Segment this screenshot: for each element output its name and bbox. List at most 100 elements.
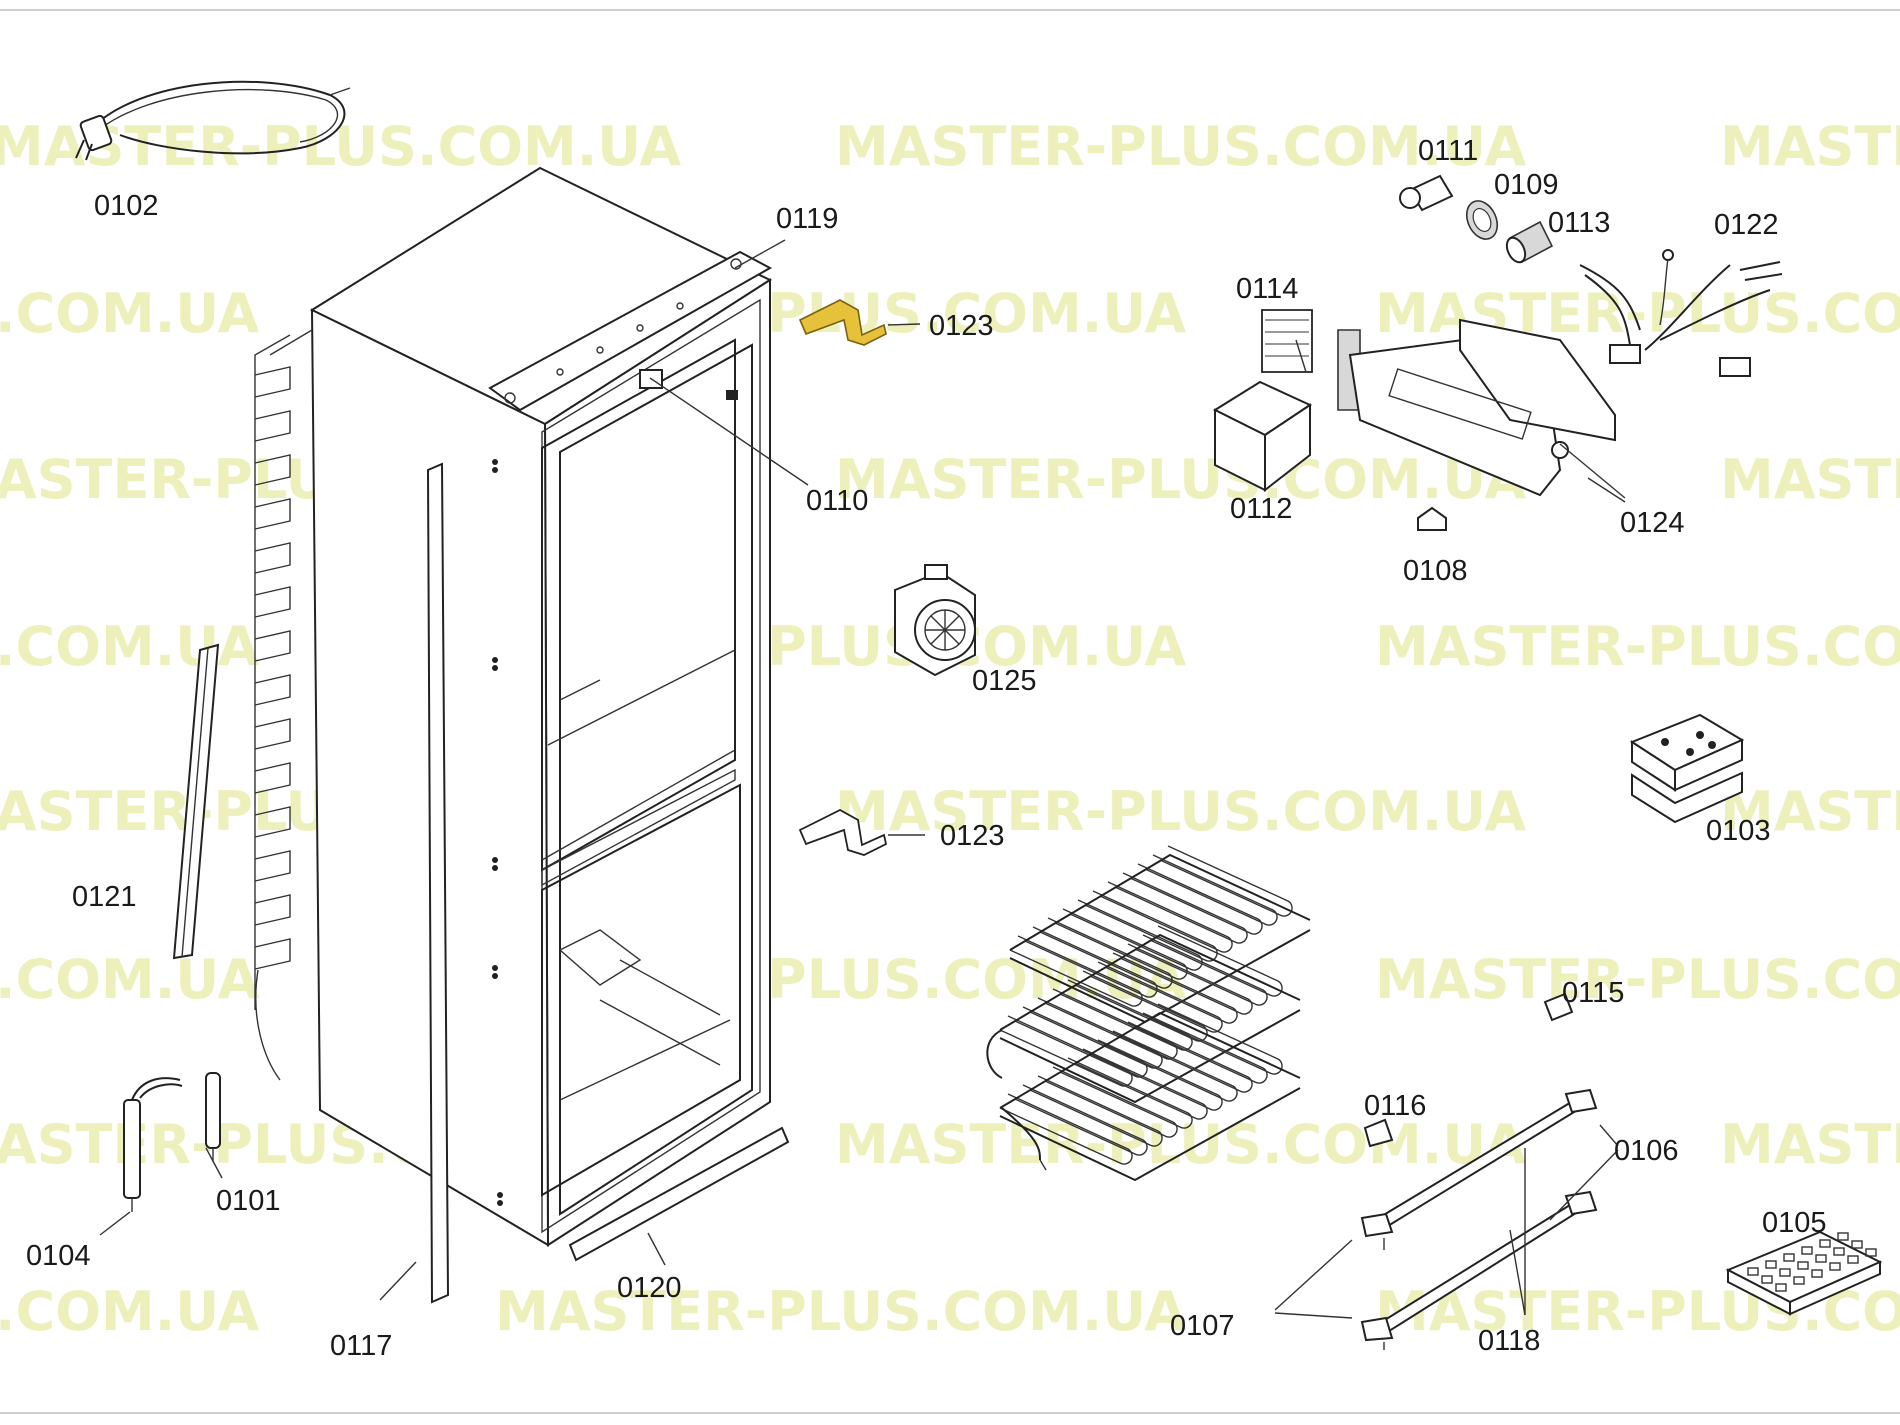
watermark: .COM.UA [0, 1280, 259, 1343]
label-0116: 0116 [1364, 1090, 1426, 1122]
ice-tray-0103 [1629, 713, 1745, 824]
label-0121: 0121 [72, 881, 137, 913]
label-0102: 0102 [94, 190, 159, 222]
tray-cell [1865, 1248, 1877, 1257]
evaporator-coil [1089, 1039, 1223, 1111]
watermark: .COM.UA [0, 615, 259, 678]
evaporator-wire [999, 933, 1301, 1031]
watermark: MASTE [1720, 448, 1900, 511]
label-0113: 0113 [1548, 207, 1610, 239]
watermark: .COM.UA [0, 282, 259, 345]
evaporator-coil [1114, 872, 1248, 944]
condenser-fin [254, 762, 291, 794]
tray-cell [1765, 1260, 1777, 1269]
tray-cell [1747, 1267, 1759, 1276]
housing-0124 [1337, 318, 1616, 497]
evaporator-bend [986, 1029, 1003, 1079]
evaporator-pipe [1001, 1107, 1041, 1161]
evaporator-coil [1024, 926, 1158, 998]
cabinet-body [309, 166, 773, 1247]
label-0119: 0119 [776, 203, 838, 235]
evaporator-coil [1014, 1084, 1148, 1156]
label-0105: 0105 [1762, 1207, 1827, 1239]
label-0115: 0115 [1562, 977, 1624, 1009]
evaporator-coil [1144, 854, 1278, 926]
condenser [254, 329, 313, 1081]
watermark: MASTER-PLUS.COM.UA [835, 780, 1526, 843]
condenser-fin [254, 938, 291, 970]
evaporator-coil [1129, 863, 1263, 935]
evaporator-coil [1039, 917, 1173, 989]
condenser-fin [254, 410, 291, 442]
condenser-fin [254, 498, 291, 530]
evaporator-coil [1119, 943, 1253, 1015]
evaporator-coil [1074, 1048, 1208, 1120]
evaporator-coil [1009, 935, 1143, 1007]
evaporator-coil [1069, 899, 1203, 971]
label-0108: 0108 [1403, 555, 1468, 587]
clip-0115 [1543, 992, 1574, 1022]
rails [1360, 1088, 1598, 1350]
label-0101: 0101 [216, 1185, 281, 1217]
label-0111: 0111 [1418, 135, 1478, 167]
tray-cell [1833, 1247, 1845, 1256]
condenser-fin [254, 542, 291, 574]
label-0103: 0103 [1706, 815, 1771, 847]
watermark: MASTE [1720, 115, 1900, 178]
condenser-fin [254, 718, 291, 750]
condenser-fin [254, 454, 291, 486]
watermark: MASTE [1720, 780, 1900, 843]
label-0109: 0109 [1494, 169, 1559, 201]
evaporator-coil [1084, 890, 1218, 962]
tray-cell [1783, 1253, 1795, 1262]
cover-0112 [1212, 380, 1313, 493]
evaporator-coil [1054, 908, 1188, 980]
label-0122: 0122 [1714, 209, 1779, 241]
evaporator-coil [1119, 1021, 1253, 1093]
tray-cell [1797, 1261, 1809, 1270]
lamp-0111 [1399, 174, 1454, 212]
power-cord-0102 [75, 80, 351, 161]
ice-tray-0105 [1725, 1230, 1883, 1316]
condenser-fin [254, 806, 291, 838]
tray-cell [1829, 1262, 1841, 1271]
condenser-fin [254, 894, 291, 926]
condenser-fin [254, 674, 291, 706]
leader-lines [99, 239, 1626, 1319]
tray-cell [1837, 1232, 1849, 1241]
sensor-0104 [123, 1077, 183, 1212]
evaporator-coil [1089, 961, 1223, 1033]
condenser-fin [254, 630, 291, 662]
evaporator-coil [999, 1093, 1133, 1165]
clip-0116 [1363, 1118, 1394, 1148]
label-0123-bottom: 0123 [940, 820, 1005, 852]
bracket-0123-bottom [798, 808, 888, 856]
fan-0125 [894, 564, 976, 677]
label-0112: 0112 [1230, 493, 1292, 525]
condenser-fin [254, 850, 291, 882]
evaporator-wire [999, 1087, 1301, 1182]
tray-cell [1793, 1276, 1805, 1285]
wiring-0122 [1579, 249, 1783, 377]
label-0106: 0106 [1614, 1135, 1679, 1167]
strip-0121 [172, 643, 220, 960]
part-labels: 0102 0119 0123 0110 0125 0123 0121 0101 … [26, 135, 1827, 1362]
strip-0120 [568, 1126, 790, 1262]
tray-cell [1819, 1239, 1831, 1248]
watermark: MASTER-PLUS.COM.UA [835, 448, 1526, 511]
socket-0113 [1505, 220, 1554, 264]
evaporator-wire [1009, 853, 1311, 951]
evaporator-coil [1044, 1066, 1178, 1138]
evaporator-coil [1104, 952, 1238, 1024]
evaporator-wire [999, 1011, 1301, 1109]
evaporator-coil [1099, 881, 1233, 953]
label-0124: 0124 [1620, 507, 1685, 539]
watermark: MASTER-PLUS.COM.UA [1375, 615, 1900, 678]
bracket-0123-top [798, 299, 887, 346]
watermark: MASTER-PLUS.COM.UA [495, 1280, 1186, 1343]
label-0104: 0104 [26, 1240, 91, 1272]
evaporator [986, 845, 1311, 1182]
label-0123-top: 0123 [929, 310, 994, 342]
watermark: MASTER-PLUS.COM.UA [1375, 948, 1900, 1011]
